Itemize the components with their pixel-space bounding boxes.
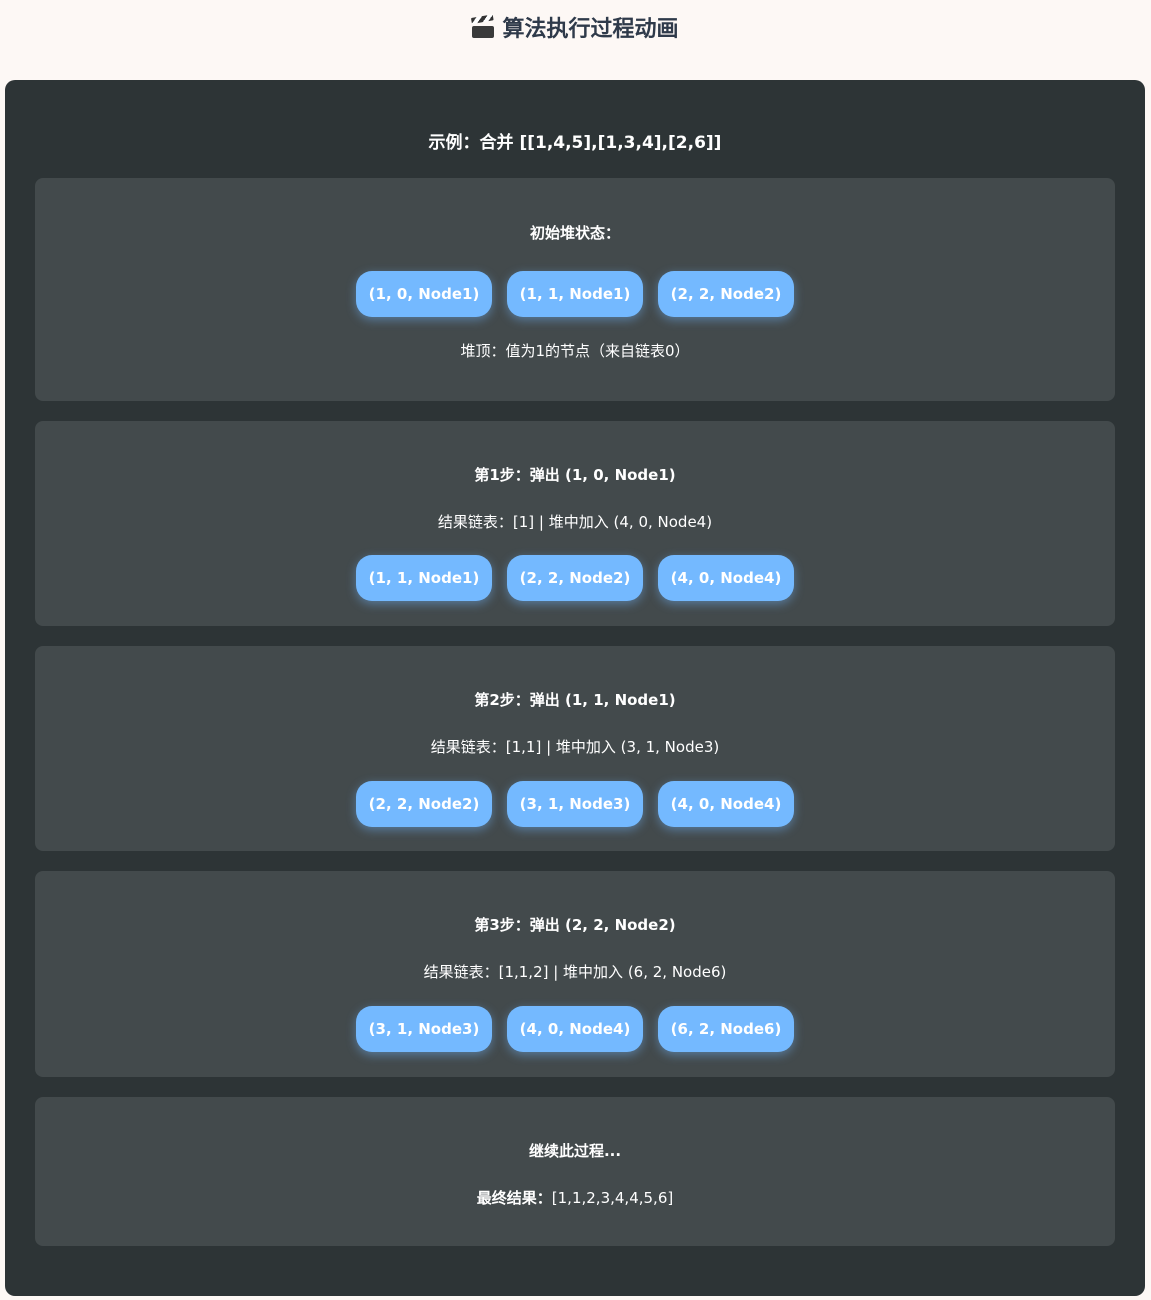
step-card-2: 第2步：弹出 (1, 1, Node1) 结果链表：[1,1] | 堆中加入 (… [35,646,1115,851]
initial-heap-card: 初始堆状态： (1, 0, Node1) (1, 1, Node1) (2, 2… [35,178,1115,401]
page-title: 算法执行过程动画 [0,14,1151,46]
heap-top-note: 堆顶：值为1的节点（来自链表0） [460,342,690,360]
heap-row: (2, 2, Node2) (3, 1, Node3) (4, 0, Node4… [35,781,1115,827]
clapperboard-icon [471,14,495,38]
initial-heap-heading: 初始堆状态： [529,224,620,242]
step-info: 结果链表：[1,1] | 堆中加入 (3, 1, Node3) [430,738,720,756]
heap-node-pill: (4, 0, Node4) [658,555,794,601]
step-heading: 第1步：弹出 (1, 0, Node1) [474,466,676,484]
final-heading: 继续此过程... [528,1142,622,1160]
heap-node-pill: (4, 0, Node4) [658,781,794,827]
heap-node-pill: (2, 2, Node2) [356,781,492,827]
step-heading: 第2步：弹出 (1, 1, Node1) [474,691,676,709]
heap-row: (1, 1, Node1) (2, 2, Node2) (4, 0, Node4… [35,555,1115,601]
heap-node-pill: (2, 2, Node2) [658,271,794,317]
final-result-card: 继续此过程... 最终结果：[1,1,2,3,4,4,5,6] [35,1097,1115,1246]
heap-node-pill: (6, 2, Node6) [658,1006,794,1052]
heap-node-pill: (3, 1, Node3) [356,1006,492,1052]
heap-node-pill: (1, 1, Node1) [507,271,643,317]
final-result-label: 最终结果： [476,1189,552,1207]
heap-node-pill: (3, 1, Node3) [507,781,643,827]
page-title-text: 算法执行过程动画 [502,17,679,42]
step-heading: 第3步：弹出 (2, 2, Node2) [474,916,676,934]
heap-node-pill: (1, 1, Node1) [356,555,492,601]
final-result: 最终结果：[1,1,2,3,4,4,5,6] [35,1187,1115,1209]
final-result-value: [1,1,2,3,4,4,5,6] [551,1189,674,1207]
step-card-1: 第1步：弹出 (1, 0, Node1) 结果链表：[1] | 堆中加入 (4,… [35,421,1115,626]
step-info: 结果链表：[1] | 堆中加入 (4, 0, Node4) [437,513,713,531]
step-info: 结果链表：[1,1,2] | 堆中加入 (6, 2, Node6) [423,963,727,981]
heap-row: (3, 1, Node3) (4, 0, Node4) (6, 2, Node6… [35,1006,1115,1052]
heap-node-pill: (4, 0, Node4) [507,1006,643,1052]
step-card-3: 第3步：弹出 (2, 2, Node2) 结果链表：[1,1,2] | 堆中加入… [35,871,1115,1077]
example-title: 示例：合并 [[1,4,5],[1,3,4],[2,6]] [428,133,722,153]
heap-row: (1, 0, Node1) (1, 1, Node1) (2, 2, Node2… [35,271,1115,317]
heap-node-pill: (2, 2, Node2) [507,555,643,601]
heap-node-pill: (1, 0, Node1) [356,271,492,317]
